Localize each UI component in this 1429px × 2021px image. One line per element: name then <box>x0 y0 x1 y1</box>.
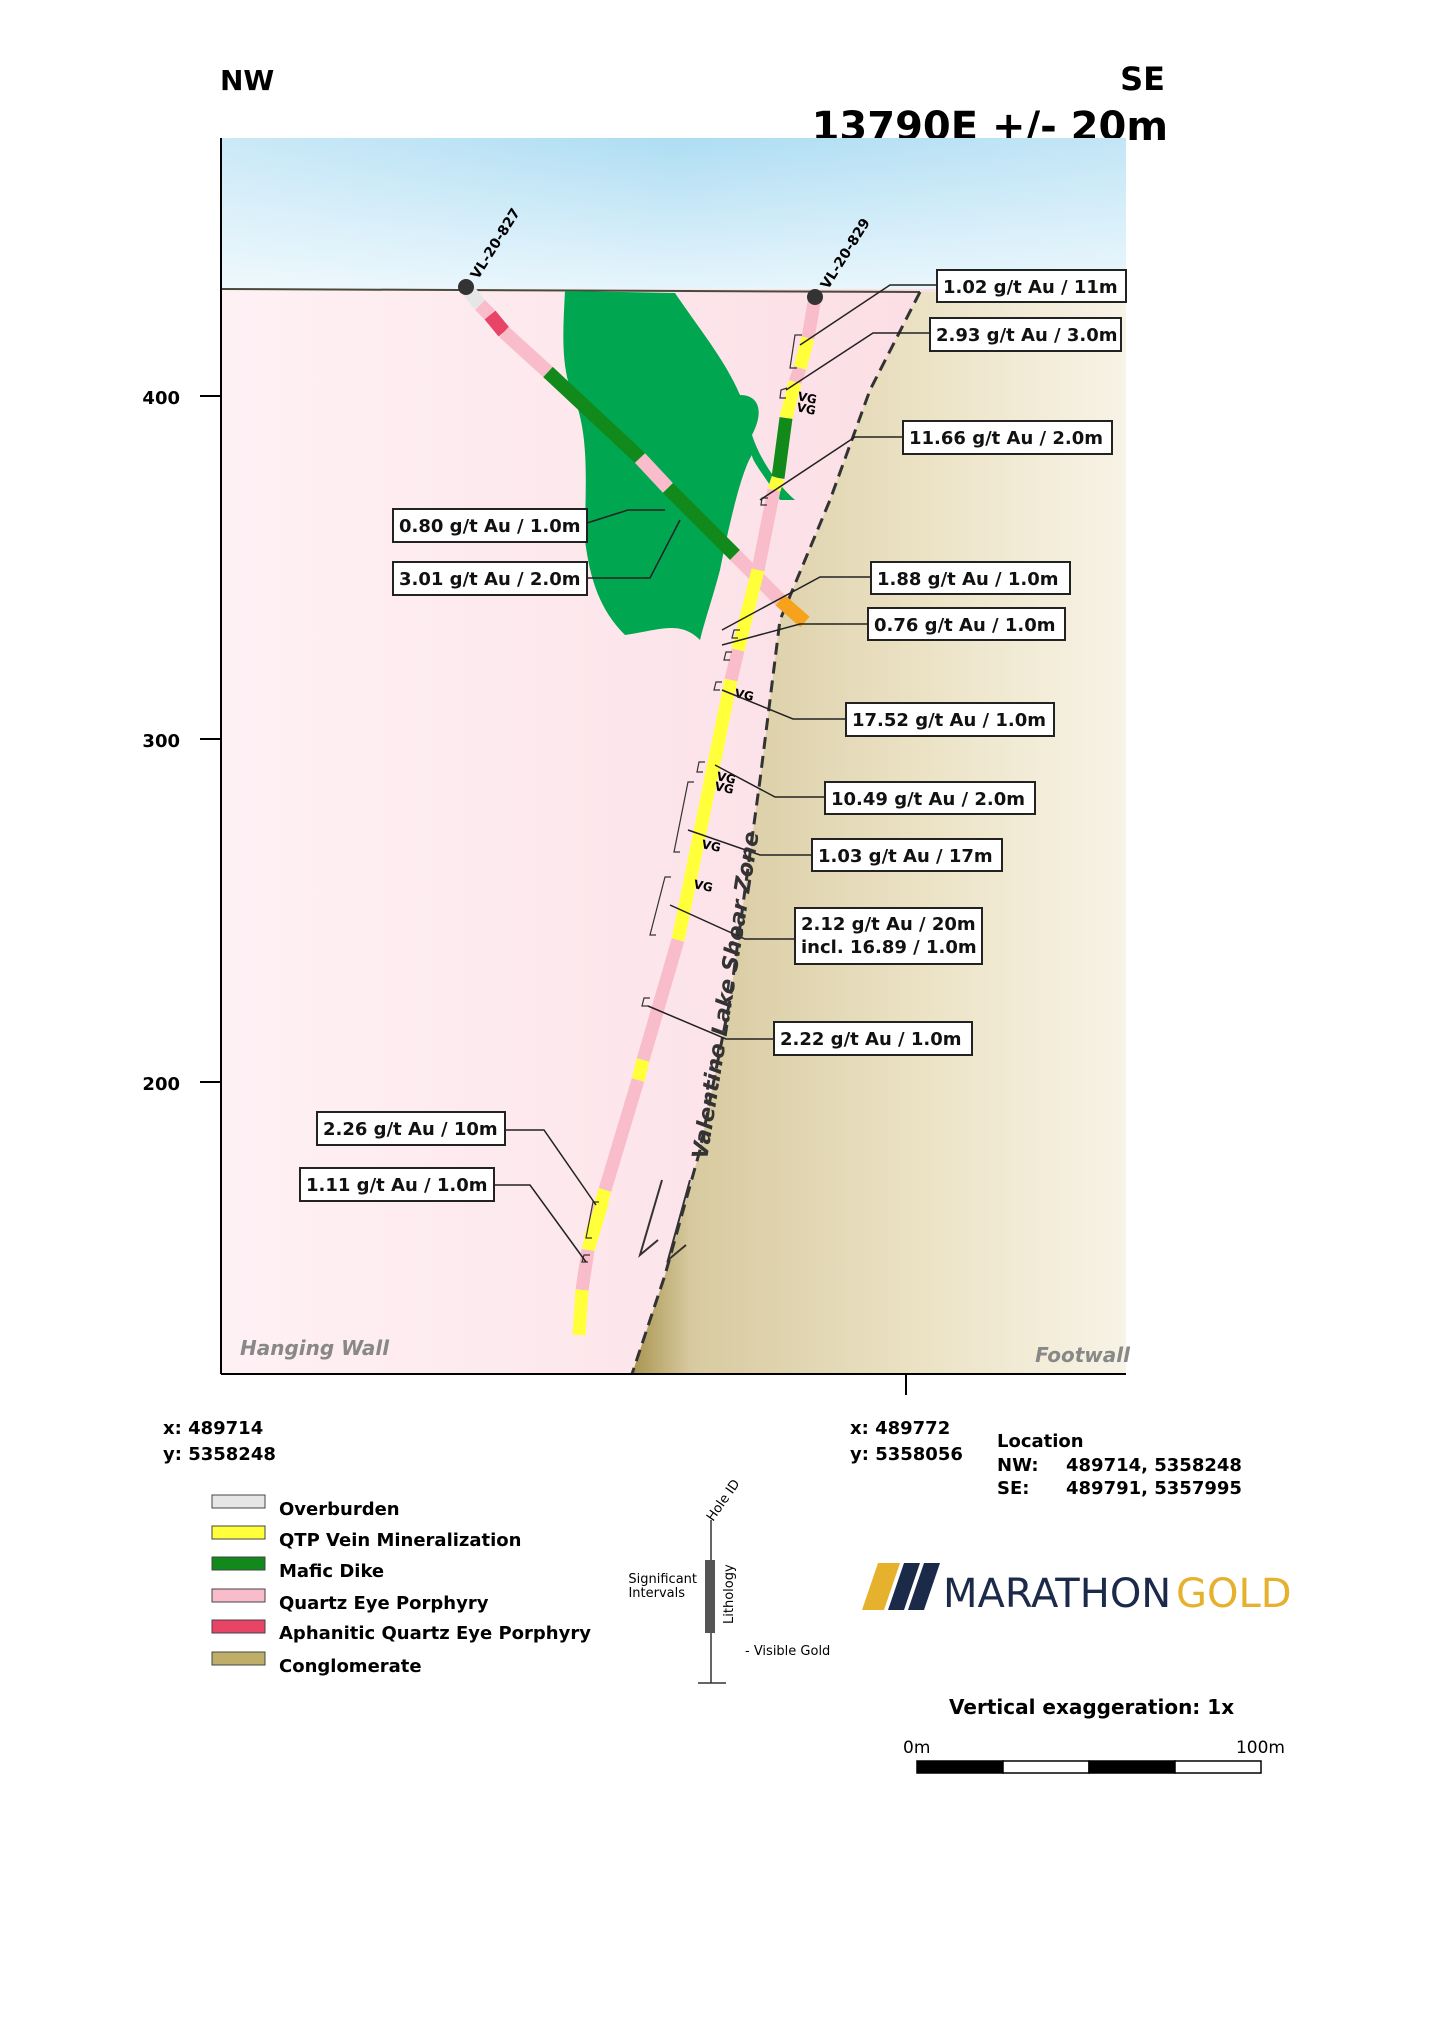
legend-label: Conglomerate <box>279 1656 422 1677</box>
key-hole-id: Hole ID <box>704 1477 743 1524</box>
logo-word-gold: GOLD <box>1176 1571 1292 1617</box>
legend-swatch-mafic-dike <box>211 1556 266 1571</box>
interval-label: 1.02 g/t Au / 11m <box>943 277 1118 298</box>
scale-bar <box>916 1760 1262 1774</box>
drill-hole-vl-20-827 <box>458 279 810 628</box>
vg-label: VG <box>700 837 722 855</box>
interval-label: 10.49 g/t Au / 2.0m <box>831 789 1025 810</box>
interval-label: 1.03 g/t Au / 17m <box>818 846 993 867</box>
bedrock-surface-line <box>220 288 921 293</box>
legend-swatch-aphanitic-porphyry <box>211 1619 266 1634</box>
overburden-water-layer-shade <box>221 138 1126 289</box>
shear-sense-arrows <box>638 1179 691 1263</box>
vg-label: VG <box>692 877 714 895</box>
vg-label: VG <box>713 779 735 797</box>
mafic-dike-body <box>563 291 795 640</box>
elevation-tick-label: 300 <box>142 731 180 752</box>
scale-end-label: 100m <box>1236 1738 1285 1758</box>
interval-label: incl. 16.89 / 1.0m <box>801 937 977 958</box>
legend-label: Aphanitic Quartz Eye Porphyry <box>279 1623 591 1644</box>
logo-mark-bar-navy <box>908 1563 940 1610</box>
legend-label: Overburden <box>279 1499 400 1520</box>
interval-label: 2.93 g/t Au / 3.0m <box>936 325 1118 346</box>
visible-gold-markers: VG VG VG VG VG VG VG <box>692 389 818 895</box>
location-nw-key: NW: <box>997 1455 1039 1476</box>
drill-hole-vl-20-829 <box>572 289 823 1336</box>
interval-label: 2.22 g/t Au / 1.0m <box>780 1029 962 1050</box>
vg-label: VG <box>733 686 755 704</box>
logo-word-marathon: MARATHON <box>943 1571 1171 1617</box>
shear-zone-contact-line <box>630 291 922 1375</box>
key-visible-gold: - Visible Gold <box>745 1644 830 1659</box>
location-se-key: SE: <box>997 1478 1029 1499</box>
nw-direction-label: NW <box>220 64 274 97</box>
key-lithology: Lithology <box>722 1564 737 1624</box>
left-x-coordinate: x: 489714 <box>163 1418 263 1439</box>
footwall-label: Footwall <box>1035 1343 1131 1367</box>
logo-mark-bar-gold <box>862 1563 900 1610</box>
key-significant: Significant <box>628 1572 697 1587</box>
hanging-wall-label: Hanging Wall <box>240 1336 390 1360</box>
scale-start-label: 0m <box>903 1738 930 1758</box>
location-se-value: 489791, 5357995 <box>1066 1478 1242 1499</box>
right-x-coordinate: x: 489772 <box>850 1418 950 1439</box>
interval-label: 0.76 g/t Au / 1.0m <box>874 615 1056 636</box>
logo-mark-bar-navy <box>888 1563 920 1610</box>
hole-key-diagram: Hole ID Significant Intervals Lithology … <box>628 1477 830 1684</box>
legend-label: Mafic Dike <box>279 1561 384 1582</box>
se-direction-label: SE <box>1120 60 1165 98</box>
legend-label: QTP Vein Mineralization <box>279 1530 522 1551</box>
interval-label: 11.66 g/t Au / 2.0m <box>909 428 1103 449</box>
legend-swatch-qtp-vein <box>211 1525 266 1540</box>
section-axes <box>200 138 1126 1395</box>
interval-label: 0.80 g/t Au / 1.0m <box>399 516 581 537</box>
vg-label: VG <box>795 400 817 418</box>
legend-swatch-quartz-eye-porphyry <box>211 1588 266 1603</box>
interval-label: 2.26 g/t Au / 10m <box>323 1119 498 1140</box>
legend-label: Quartz Eye Porphyry <box>279 1593 489 1614</box>
interval-leader-lines <box>494 284 937 1263</box>
interval-label: 17.52 g/t Au / 1.0m <box>852 710 1046 731</box>
elevation-tick-label: 400 <box>142 388 180 409</box>
interval-label: 1.88 g/t Au / 1.0m <box>877 569 1059 590</box>
location-nw-value: 489714, 5358248 <box>1066 1455 1242 1476</box>
legend-swatch-overburden <box>211 1494 266 1509</box>
location-title: Location <box>997 1431 1084 1452</box>
elevation-tick-label: 200 <box>142 1074 180 1095</box>
interval-label-boxes <box>299 269 1127 1202</box>
marathon-gold-logo: MARATHON GOLD <box>862 1563 1292 1617</box>
interval-brackets <box>581 334 802 1263</box>
legend: Overburden QTP Vein Mineralization Mafic… <box>211 1494 591 1677</box>
vertical-exaggeration-label: Vertical exaggeration: 1x <box>949 1695 1234 1719</box>
vg-label: VG <box>796 389 818 407</box>
left-y-coordinate: y: 5358248 <box>163 1444 276 1465</box>
key-intervals: Intervals <box>628 1586 685 1601</box>
interval-label: 2.12 g/t Au / 20m <box>801 914 976 935</box>
interval-label: 1.11 g/t Au / 1.0m <box>306 1175 488 1196</box>
interval-label-texts: 1.02 g/t Au / 11m 2.93 g/t Au / 3.0m 11.… <box>306 277 1118 1196</box>
interval-label: 3.01 g/t Au / 2.0m <box>399 569 581 590</box>
legend-swatch-conglomerate <box>211 1651 266 1666</box>
right-y-coordinate: y: 5358056 <box>850 1444 963 1465</box>
